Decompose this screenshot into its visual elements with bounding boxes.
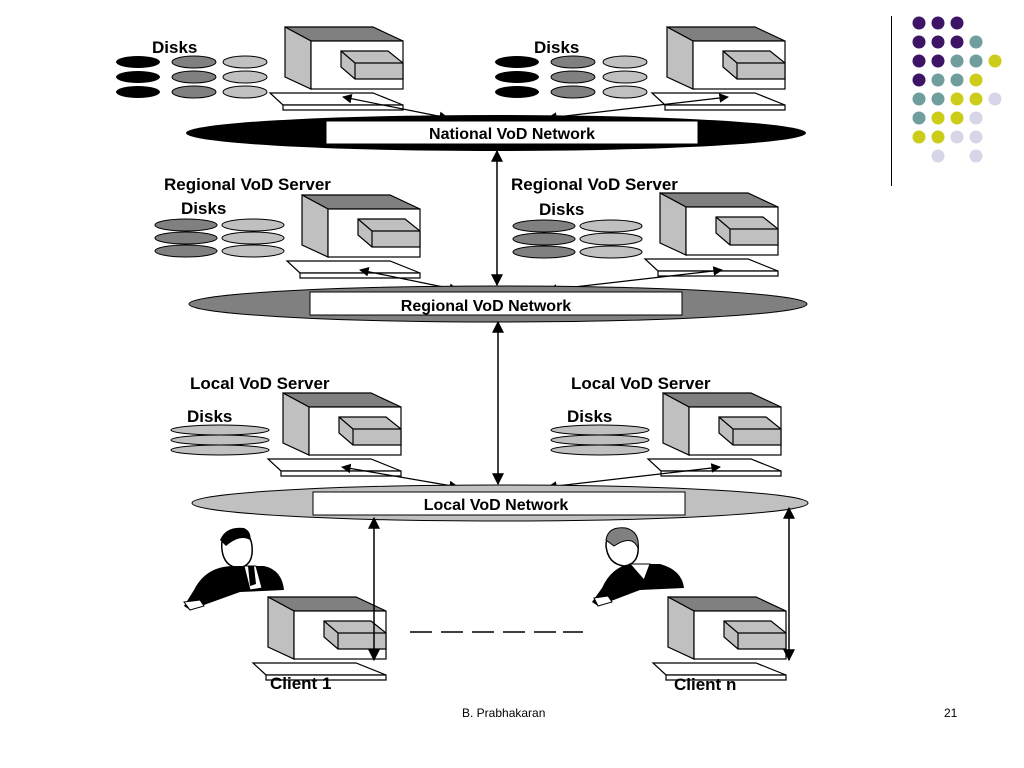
disk-stack-top-left <box>116 55 268 99</box>
client-n-user-icon <box>592 527 684 607</box>
disk-stack-top-right <box>495 55 648 99</box>
local-server-label-right: Local VoD Server <box>571 374 711 393</box>
disks-label-top-right: Disks <box>534 38 579 57</box>
disks-label-local-left: Disks <box>187 407 232 426</box>
regional-network-label: Regional VoD Network <box>401 298 571 315</box>
disks-label-top-left: Disks <box>152 38 197 57</box>
decorative-divider <box>891 16 892 186</box>
disk-stack-local-left <box>170 424 270 456</box>
national-network-label: National VoD Network <box>429 126 595 143</box>
disks-label-regional-left: Disks <box>181 199 226 218</box>
decorative-dot-grid <box>912 16 1002 163</box>
local-server-label-left: Local VoD Server <box>190 374 330 393</box>
footer-author: B. Prabhakaran <box>462 706 546 720</box>
local-server-left <box>267 392 402 477</box>
local-network: Local VoD Network <box>191 484 809 522</box>
regional-server-right <box>644 192 779 277</box>
client-1-computer <box>252 596 387 681</box>
disk-stack-local-right <box>550 424 650 456</box>
page-number: 21 <box>944 706 958 720</box>
regional-server-label-right: Regional VoD Server <box>511 175 678 194</box>
local-server-right <box>647 392 782 477</box>
client-n-computer <box>652 596 787 681</box>
regional-server-left <box>286 194 421 279</box>
client-1-user-icon <box>183 527 284 611</box>
regional-server-label-left: Regional VoD Server <box>164 175 331 194</box>
national-network: National VoD Network <box>186 115 806 151</box>
local-network-label: Local VoD Network <box>424 497 569 514</box>
national-server-left <box>269 26 404 111</box>
disk-stack-regional-right <box>512 219 643 259</box>
client-1-label: Client 1 <box>270 674 331 693</box>
disks-label-regional-right: Disks <box>539 200 584 219</box>
regional-network: Regional VoD Network <box>188 285 808 323</box>
disk-stack-regional-left <box>154 218 285 258</box>
disks-label-local-right: Disks <box>567 407 612 426</box>
client-n-label: Client n <box>674 675 736 694</box>
